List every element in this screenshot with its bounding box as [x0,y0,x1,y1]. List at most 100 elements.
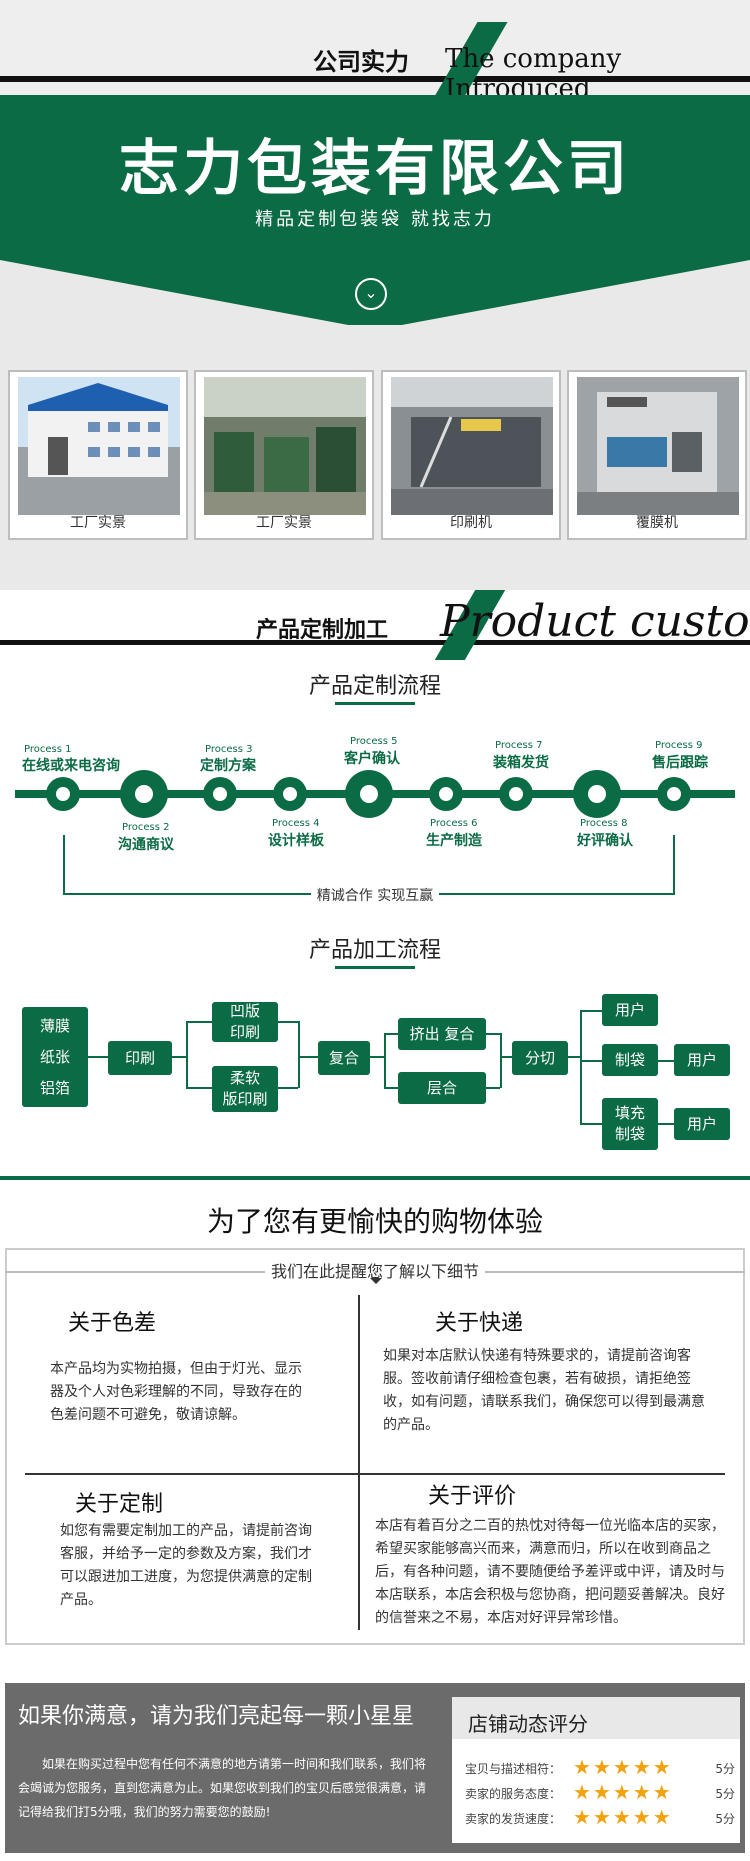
shop-rating-header [452,1697,740,1739]
notice-box [5,1248,745,1645]
process-step-label: 售后跟踪 [652,755,708,771]
flow-connector [186,1021,188,1088]
flexo-box: 柔软 版印刷 [212,1066,278,1112]
flow-connector [568,1056,580,1058]
flow-connector [580,1010,602,1012]
material-film: 薄膜 [39,1016,70,1035]
flow-connector [486,1087,500,1089]
photo-caption: 工厂实景 [256,515,312,531]
flow-connector [658,1060,674,1062]
process-step-num: Process 4 [272,818,320,829]
bag-making-box: 制袋 [602,1044,658,1076]
production-title-underline [335,966,415,969]
express-text: 如果对本店默认快递有特殊要求的，请提前咨询客服。签收前请仔细检查包裹，若有破损，… [383,1348,705,1433]
process-step-label: 装箱发货 [493,755,549,771]
star-icon: ★★★★★ [573,1780,673,1804]
flow-connector [186,1021,212,1023]
process-node-4 [273,777,307,811]
intro-title-en: The company Introduced [445,44,622,104]
process-flow-title: 产品定制流程 [308,674,441,699]
process-step-num: Process 3 [205,744,253,755]
process-node-1 [46,777,80,811]
flow-connector [384,1087,398,1089]
process-node-3 [203,777,237,811]
process-step-num: Process 1 [24,744,72,755]
flow-connector [486,1033,500,1035]
factory-building-image [18,377,180,515]
composite-box: 复合 [318,1041,370,1075]
factory-photo: 覆膜机 [567,370,747,540]
photo-caption: 印刷机 [450,515,492,531]
custom-title: 关于定制 [75,1492,164,1517]
flow-connector [186,1087,212,1089]
user-box: 用户 [674,1108,730,1140]
flow-connector [580,1123,602,1125]
process-node-8 [573,770,621,818]
material-paper: 纸张 [39,1047,70,1066]
material-foil: 铝箔 [39,1078,70,1097]
company-name: 志力包装有限公司 [119,134,631,204]
process-loop-caption: 精诚合作 实现互赢 [0,885,750,905]
review-text: 本店有着百分之二百的热忱对待每一位光临本店的买家，希望买家能够高兴而来，满意而归… [375,1518,725,1626]
extrude-composite-box: 挤出 复合 [398,1018,486,1050]
notice-title: 为了您有更愉快的购物体验 [206,1205,543,1238]
photo-caption: 工厂实景 [70,515,126,531]
rating-label: 宝贝与描述相符： [465,1762,562,1776]
flow-connector [298,1056,318,1058]
rating-label: 卖家的发货速度： [465,1812,562,1826]
flow-connector [298,1021,300,1088]
printing-machine-image [391,377,553,515]
color-diff-title: 关于色差 [68,1311,157,1336]
process-step-num: Process 9 [655,740,703,751]
slitting-box: 分切 [512,1041,568,1075]
chevron-down-icon[interactable]: ⌄ [355,278,387,310]
flow-connector [172,1056,186,1058]
materials-box: 薄膜 纸张 铝箔 [22,1007,88,1107]
process-step-label: 设计样板 [268,833,324,849]
flow-connector [278,1021,298,1023]
flow-connector [370,1056,384,1058]
flow-connector [658,1123,674,1125]
customize-title-en: Product customi [440,596,750,647]
flow-connector [278,1087,298,1089]
notice-subtitle-text: 我们在此提醒您了解以下细节 [264,1262,485,1281]
star-icon: ★★★★★ [573,1755,673,1779]
user-box: 用户 [674,1044,730,1076]
flow-connector [500,1033,502,1088]
rating-footer-text: 如果在购买过程中您有任何不满意的地方请第一时间和我们联系，我们将会竭诚为您服务，… [18,1757,427,1819]
process-node-5 [345,770,393,818]
flow-connector [580,1010,582,1124]
shop-rating-title: 店铺动态评分 [468,1712,588,1736]
notice-vertical-divider [358,1295,360,1630]
gravure-box: 凹版 印刷 [212,1002,278,1042]
process-step-label: 沟通商议 [118,837,174,853]
process-step-label: 生产制造 [426,833,482,849]
review-title: 关于评价 [428,1484,517,1509]
flow-connector [580,1060,602,1062]
factory-interior-image [204,377,366,515]
rating-score: 5分 [715,1787,735,1801]
custom-text: 如您有需要定制加工的产品，请提前咨询客服，并给予一定的参数及方案，我们才可以跟进… [60,1523,312,1608]
laminate-box: 层合 [398,1072,486,1104]
factory-photo: 工厂实景 [8,370,188,540]
process-step-label: 定制方案 [200,758,256,774]
fill-bag-box: 填充 制袋 [602,1098,658,1150]
flow-connector [384,1033,386,1088]
process-step-label: 好评确认 [577,833,633,849]
rating-row: 宝贝与描述相符： ★★★★★ 5分 [465,1755,735,1779]
star-icon: ★★★★★ [573,1805,673,1829]
intro-title-cn: 公司实力 [313,48,409,76]
process-step-label: 客户确认 [344,751,400,767]
production-flow-title: 产品加工流程 [308,938,441,963]
factory-photo: 印刷机 [381,370,561,540]
process-step-label: 在线或来电咨询 [22,758,120,774]
express-title: 关于快递 [435,1311,524,1336]
process-step-num: Process 6 [430,818,478,829]
notice-horizontal-divider [25,1473,725,1475]
rating-score: 5分 [715,1812,735,1826]
notice-subtitle: 我们在此提醒您了解以下细节 [0,1258,750,1282]
rating-label: 卖家的服务态度： [465,1787,562,1801]
rating-row: 卖家的服务态度： ★★★★★ 5分 [465,1780,735,1804]
process-node-7 [499,777,533,811]
